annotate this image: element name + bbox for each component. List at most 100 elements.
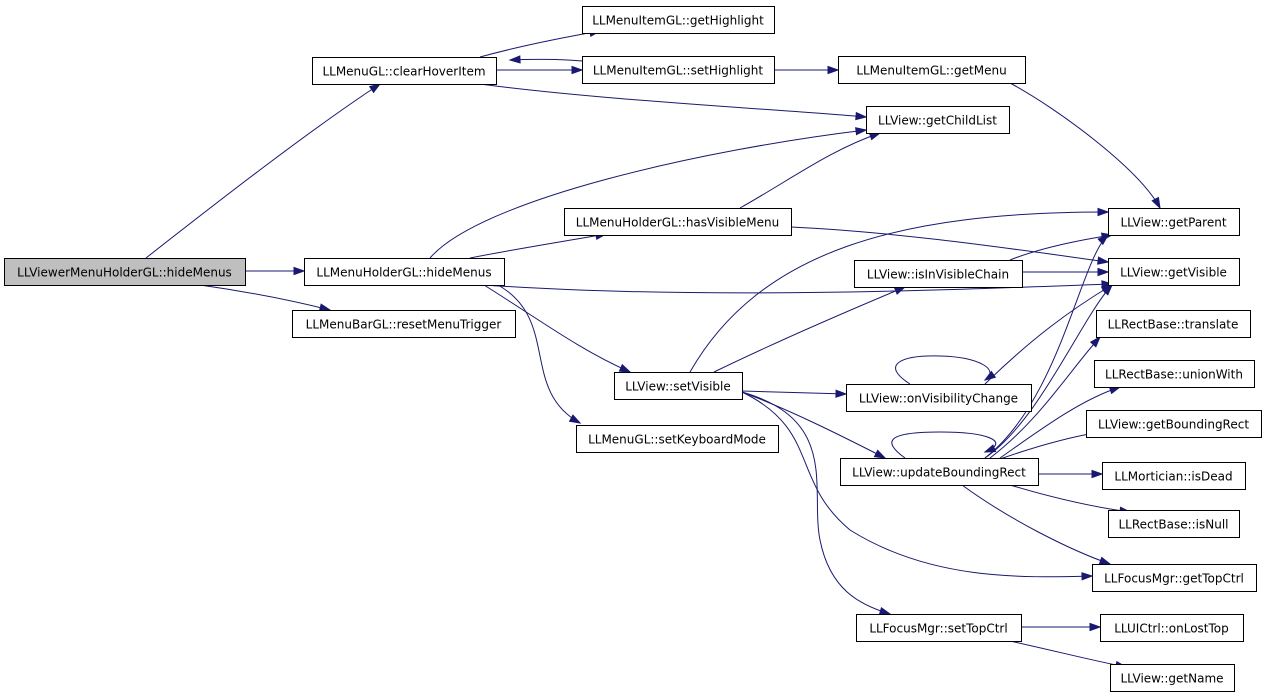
- edge-line: [1009, 82, 1161, 209]
- edge-holderHide-to-hasVisibleMenu: [469, 231, 608, 259]
- node-label: LLRectBase::translate: [1108, 318, 1239, 332]
- node-box: [312, 57, 497, 85]
- edge-holderHide-to-setKeyboard: [497, 284, 582, 424]
- node-translate[interactable]: LLRectBase::translate: [1096, 310, 1251, 338]
- arrow-head-icon: [368, 83, 382, 94]
- node-box: [1094, 360, 1255, 388]
- arrow-head-icon: [878, 606, 892, 616]
- node-resetTrigger[interactable]: LLMenuBarGL::resetMenuTrigger: [292, 310, 516, 338]
- arrow-head-icon: [1091, 469, 1104, 479]
- edge-setVisible-to-getParent: [689, 207, 1110, 373]
- node-box: [1100, 614, 1244, 642]
- edge-clearHover-to-getChildList: [479, 83, 868, 121]
- arrow-head-icon: [1097, 233, 1110, 246]
- edge-line: [891, 431, 997, 459]
- node-box: [1108, 258, 1240, 286]
- edge-line: [689, 211, 1109, 373]
- edge-line: [984, 284, 1113, 385]
- arrow-head-icon: [1098, 556, 1112, 565]
- node-holderHide[interactable]: LLMenuHolderGL::hideMenus: [304, 258, 505, 286]
- edge-line: [741, 391, 891, 615]
- edge-line: [199, 284, 331, 311]
- edge-line: [469, 233, 607, 259]
- node-isNull[interactable]: LLRectBase::isNull: [1108, 510, 1240, 538]
- edge-root-to-resetTrigger: [199, 284, 332, 312]
- node-getMenu[interactable]: LLMenuItemGL::getMenu: [838, 56, 1026, 84]
- edge-updateBounding-to-updateBounding: [891, 431, 997, 459]
- node-clearHover[interactable]: LLMenuGL::clearHoverItem: [312, 57, 497, 85]
- node-setVisible[interactable]: LLView::setVisible: [614, 372, 743, 400]
- node-root[interactable]: LLViewerMenuHolderGL::hideMenus: [4, 258, 246, 286]
- node-getHighlight[interactable]: LLMenuItemGL::getHighlight: [582, 6, 775, 34]
- node-box: [866, 106, 1010, 134]
- arrow-head-icon: [835, 389, 848, 398]
- node-hasVisibleMenu[interactable]: LLMenuHolderGL::hasVisibleMenu: [564, 208, 792, 236]
- edge-line: [790, 226, 1109, 263]
- edge-line: [961, 484, 1111, 565]
- edge-updateBounding-to-isDead: [1038, 469, 1104, 479]
- node-getName[interactable]: LLView::getName: [1110, 664, 1235, 692]
- edge-line: [741, 390, 847, 395]
- arrow-head-icon: [1097, 207, 1110, 217]
- arrow-head-icon: [318, 303, 332, 312]
- edge-line: [1009, 234, 1113, 261]
- arrow-head-icon: [1101, 283, 1114, 296]
- edge-updateBounding-to-getTopCtrl: [961, 484, 1112, 565]
- node-getBounding[interactable]: LLView::getBoundingRect: [1086, 410, 1262, 438]
- edge-line: [483, 283, 1113, 294]
- node-label: LLMortician::isDead: [1114, 470, 1232, 484]
- node-box: [1102, 462, 1246, 490]
- node-setKeyboard[interactable]: LLMenuGL::setKeyboardMode: [576, 425, 779, 453]
- arrow-head-icon: [618, 363, 632, 373]
- node-box: [1108, 208, 1240, 236]
- arrow-head-icon: [855, 127, 868, 136]
- arrow-head-icon: [1097, 267, 1110, 277]
- node-label: LLView::getBoundingRect: [1098, 418, 1249, 432]
- edge-line: [713, 286, 906, 373]
- edge-setVisible-to-getTopCtrl: [741, 391, 1094, 581]
- node-label: LLView::setVisible: [625, 380, 731, 394]
- node-box: [1096, 310, 1251, 338]
- node-box: [846, 384, 1032, 412]
- node-box: [4, 258, 246, 286]
- node-getVisible[interactable]: LLView::getVisible: [1108, 258, 1240, 286]
- node-isInVisibleChain[interactable]: LLView::isInVisibleChain: [854, 260, 1023, 288]
- edge-root-to-holderHide: [245, 266, 306, 276]
- edge-line: [984, 234, 1109, 459]
- node-getParent[interactable]: LLView::getParent: [1108, 208, 1240, 236]
- node-isDead[interactable]: LLMortician::isDead: [1102, 462, 1246, 490]
- node-setTopCtrl[interactable]: LLFocusMgr::setTopCtrl: [856, 614, 1022, 642]
- node-box: [614, 372, 743, 400]
- node-label: LLView::getName: [1120, 672, 1223, 686]
- node-box: [1092, 564, 1257, 592]
- node-label: LLMenuItemGL::getMenu: [856, 64, 1006, 78]
- edge-getMenu-to-getParent: [1009, 82, 1161, 210]
- node-label: LLMenuGL::setKeyboardMode: [588, 433, 766, 447]
- arrow-head-icon: [293, 266, 306, 276]
- edge-isInVisibleChain-to-getVisible: [1022, 267, 1110, 277]
- edge-line: [741, 391, 1093, 578]
- node-box: [582, 6, 775, 34]
- node-getTopCtrl[interactable]: LLFocusMgr::getTopCtrl: [1092, 564, 1257, 592]
- edge-updateBounding-to-translate: [989, 335, 1102, 459]
- node-onLostTop[interactable]: LLUICtrl::onLostTop: [1100, 614, 1244, 642]
- edge-setTopCtrl-to-onLostTop: [1021, 622, 1102, 632]
- node-updateBounding[interactable]: LLView::updateBoundingRect: [840, 458, 1039, 486]
- node-box: [1086, 410, 1262, 438]
- node-label: LLView::getParent: [1120, 216, 1226, 230]
- edge-line: [739, 132, 881, 209]
- node-onVisChange[interactable]: LLView::onVisibilityChange: [846, 384, 1032, 412]
- node-unionWith[interactable]: LLRectBase::unionWith: [1094, 360, 1255, 388]
- node-label: LLMenuHolderGL::hideMenus: [316, 266, 491, 280]
- edge-line: [1009, 640, 1127, 668]
- node-label: LLView::onVisibilityChange: [859, 392, 1018, 406]
- node-box: [564, 208, 792, 236]
- edge-root-to-clearHover: [145, 83, 382, 259]
- node-setHighlight[interactable]: LLMenuItemGL::setHighlight: [582, 56, 775, 84]
- edge-line: [483, 284, 631, 373]
- node-box: [838, 56, 1026, 84]
- edge-updateBounding-to-getBounding: [999, 429, 1102, 460]
- node-getChildList[interactable]: LLView::getChildList: [866, 106, 1010, 134]
- arrow-head-icon: [1089, 622, 1102, 632]
- node-label: LLViewerMenuHolderGL::hideMenus: [17, 266, 232, 280]
